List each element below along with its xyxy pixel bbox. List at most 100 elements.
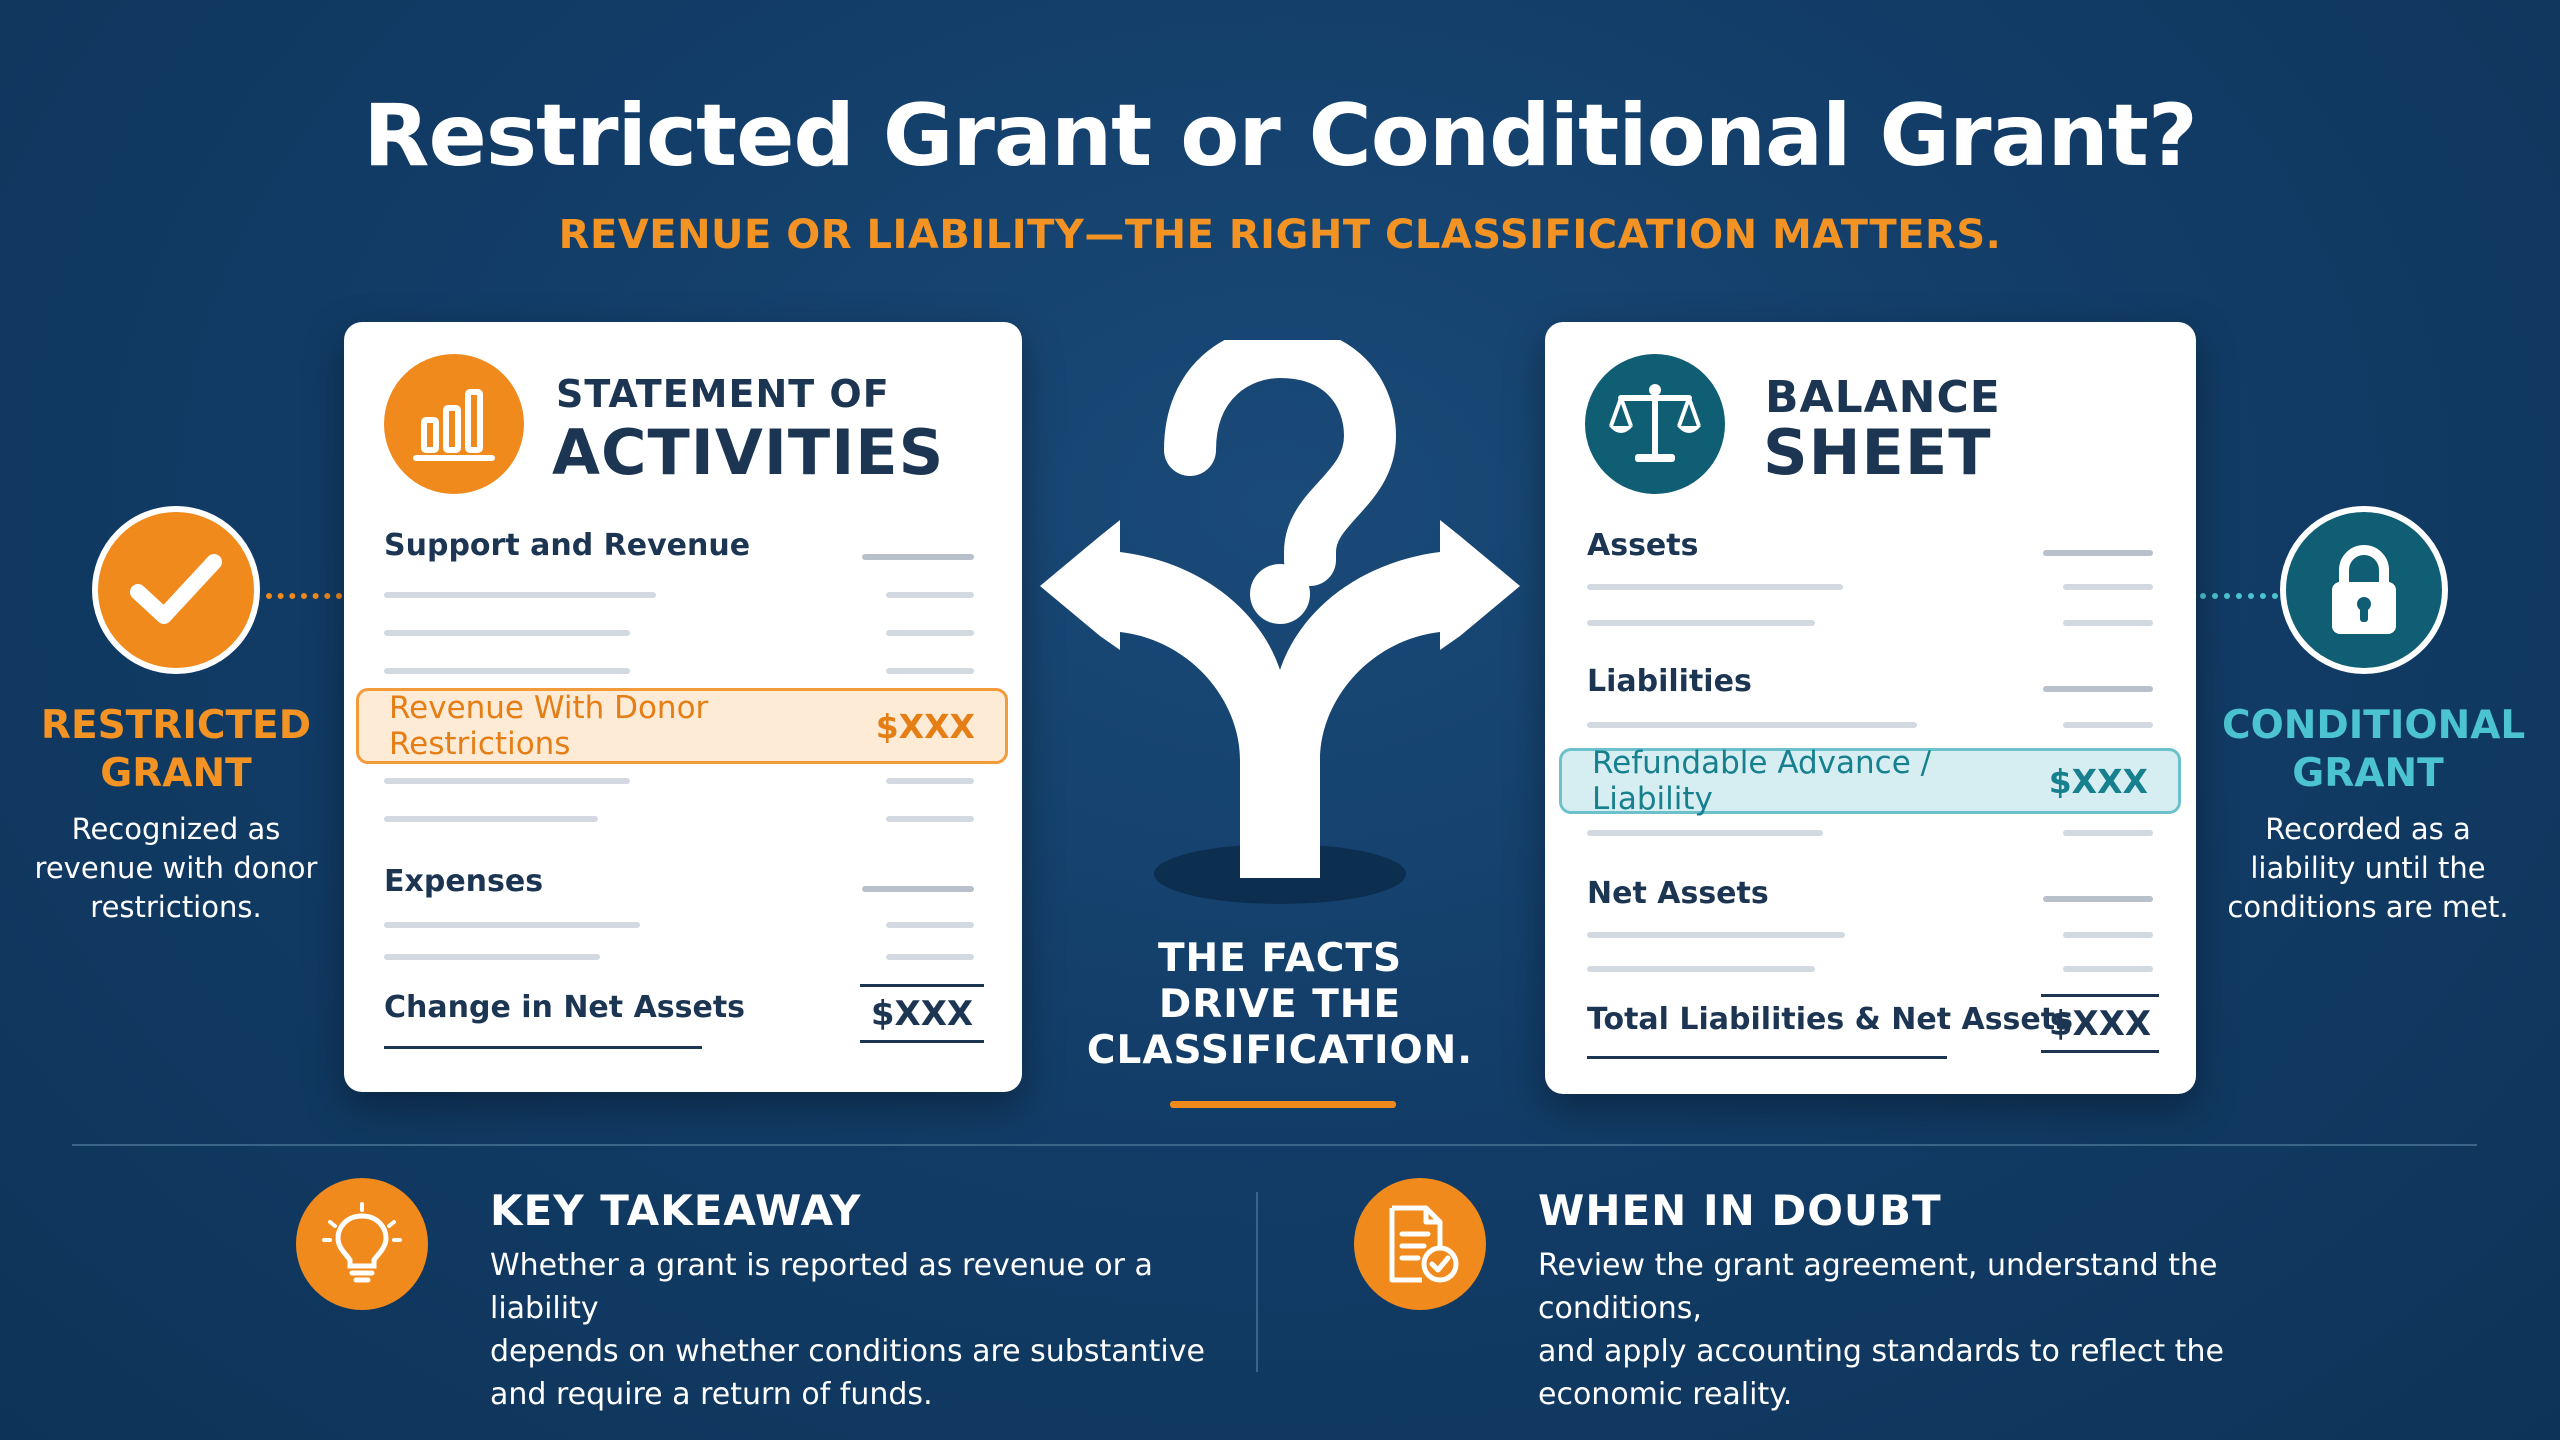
placeholder-line: [1587, 830, 1823, 836]
assets-label: Assets: [1587, 528, 1699, 563]
change-in-net-assets-amount: $XXX: [870, 994, 974, 1034]
page-title: Restricted Grant or Conditional Grant?: [363, 86, 2197, 186]
restricted-grant-badge: [92, 506, 260, 674]
placeholder-line: [886, 816, 974, 822]
total-liabilities-net-assets-label: Total Liabilities & Net Assets: [1587, 1002, 2073, 1037]
placeholder-line: [2043, 686, 2153, 692]
placeholder-line: [2063, 584, 2153, 590]
change-in-net-assets-label: Change in Net Assets: [384, 990, 746, 1025]
lightbulb-icon: [322, 1202, 402, 1283]
key-takeaway-line3: and require a return of funds.: [490, 1377, 933, 1412]
restricted-grant-title-line2: GRANT: [100, 751, 252, 796]
padlock-icon: [2332, 545, 2396, 634]
key-takeaway-text: Whether a grant is reported as revenue o…: [490, 1244, 1210, 1416]
placeholder-line: [886, 778, 974, 784]
left-connector-dots: [266, 593, 342, 599]
center-caption-line2: DRIVE THE: [1158, 982, 1402, 1027]
net-assets-label: Net Assets: [1587, 876, 1769, 911]
placeholder-line: [1587, 932, 1845, 938]
placeholder-line: [2043, 550, 2153, 556]
conditional-desc-line2: liability until the: [2250, 851, 2486, 885]
restricted-desc-line1: Recognized as: [71, 812, 281, 846]
refundable-advance-amount: $XXX: [2048, 761, 2148, 801]
placeholder-line: [384, 592, 656, 598]
vertical-divider: [1256, 1192, 1258, 1372]
total-liabilities-net-assets-amount: $XXX: [2048, 1004, 2152, 1044]
placeholder-line: [1587, 966, 1815, 972]
balance-icon-circle: [1585, 354, 1725, 494]
revenue-with-donor-restrictions-amount: $XXX: [875, 706, 975, 746]
center-caption-line1: THE FACTS: [1157, 936, 1403, 981]
balance-title-small: BALANCE: [1765, 372, 2001, 423]
center-caption: THE FACTS DRIVE THE CLASSIFICATION.: [1080, 936, 1480, 1074]
placeholder-line: [2043, 896, 2153, 902]
total-underline: [1587, 1056, 1947, 1059]
key-takeaway-title: KEY TAKEAWAY: [490, 1186, 862, 1235]
placeholder-line: [2063, 966, 2153, 972]
when-in-doubt-text: Review the grant agreement, understand t…: [1538, 1244, 2358, 1416]
placeholder-line: [886, 922, 974, 928]
placeholder-line: [2063, 932, 2153, 938]
key-takeaway-line1: Whether a grant is reported as revenue o…: [490, 1248, 1153, 1326]
conditional-grant-title: CONDITIONAL GRANT: [2222, 702, 2526, 798]
center-caption-line3: CLASSIFICATION.: [1086, 1028, 1474, 1073]
conditional-desc-line1: Recorded as a: [2265, 812, 2471, 846]
center-accent-bar: [1170, 1101, 1396, 1108]
restricted-desc-line3: restrictions.: [90, 890, 262, 924]
when-in-doubt-title: WHEN IN DOUBT: [1538, 1186, 1942, 1235]
refundable-advance-label: Refundable Advance / Liability: [1592, 745, 1932, 817]
placeholder-line: [1587, 620, 1815, 626]
amount-overline: [2041, 994, 2159, 997]
conditional-grant-description: Recorded as a liability until the condit…: [2210, 810, 2526, 927]
when-in-doubt-line3: economic reality.: [1538, 1377, 1793, 1412]
placeholder-line: [384, 778, 630, 784]
when-in-doubt-line1: Review the grant agreement, understand t…: [1538, 1248, 2218, 1326]
restricted-grant-title-line1: RESTRICTED: [40, 703, 312, 748]
support-and-revenue-label: Support and Revenue: [384, 528, 751, 563]
balance-title-big: SHEET: [1763, 416, 1992, 489]
placeholder-line: [384, 668, 630, 674]
placeholder-line: [384, 922, 640, 928]
takeaway-icon-circle: [296, 1178, 428, 1310]
conditional-desc-line3: conditions are met.: [2227, 890, 2509, 924]
placeholder-line: [886, 668, 974, 674]
placeholder-line: [862, 554, 974, 560]
horizontal-divider: [72, 1144, 2477, 1146]
expenses-label: Expenses: [384, 864, 544, 899]
question-fork-icon: [1040, 340, 1520, 904]
placeholder-line: [2063, 620, 2153, 626]
balance-sheet-card: BALANCE SHEET Assets Liabilities Refunda…: [1545, 322, 2196, 1094]
right-connector-dots: [2200, 593, 2278, 599]
placeholder-line: [886, 592, 974, 598]
statement-title-big: ACTIVITIES: [552, 416, 945, 489]
placeholder-line: [2063, 830, 2153, 836]
restricted-grant-title: RESTRICTED GRANT: [30, 702, 322, 798]
refundable-advance-row: Refundable Advance / Liability $XXX: [1559, 745, 2181, 817]
placeholder-line: [1587, 722, 1917, 728]
scales-icon: [1609, 384, 1701, 462]
amount-underline: [860, 1040, 984, 1043]
change-in-net-assets-underline: [384, 1046, 702, 1049]
placeholder-line: [2063, 722, 2153, 728]
key-takeaway-line2: depends on whether conditions are substa…: [490, 1334, 1205, 1369]
conditional-grant-title-line1: CONDITIONAL: [2222, 703, 2526, 748]
placeholder-line: [384, 816, 598, 822]
statement-icon-circle: [384, 354, 524, 494]
document-check-icon: [1389, 1205, 1459, 1283]
statement-of-activities-card: STATEMENT OF ACTIVITIES Support and Reve…: [344, 322, 1022, 1092]
placeholder-line: [862, 886, 974, 892]
amount-overline: [860, 984, 984, 987]
restricted-grant-description: Recognized as revenue with donor restric…: [20, 810, 332, 927]
conditional-grant-title-line2: GRANT: [2292, 751, 2444, 796]
placeholder-line: [1587, 584, 1843, 590]
statement-title-small: STATEMENT OF: [556, 372, 890, 416]
placeholder-line: [886, 630, 974, 636]
when-in-doubt-line2: and apply accounting standards to reflec…: [1538, 1334, 2224, 1369]
revenue-with-donor-restrictions-label: Revenue With Donor Restrictions: [389, 690, 709, 762]
placeholder-line: [384, 954, 600, 960]
liabilities-label: Liabilities: [1587, 664, 1752, 699]
doubt-icon-circle: [1354, 1178, 1486, 1310]
placeholder-line: [886, 954, 974, 960]
placeholder-line: [384, 630, 630, 636]
bar-chart-icon: [413, 389, 495, 461]
